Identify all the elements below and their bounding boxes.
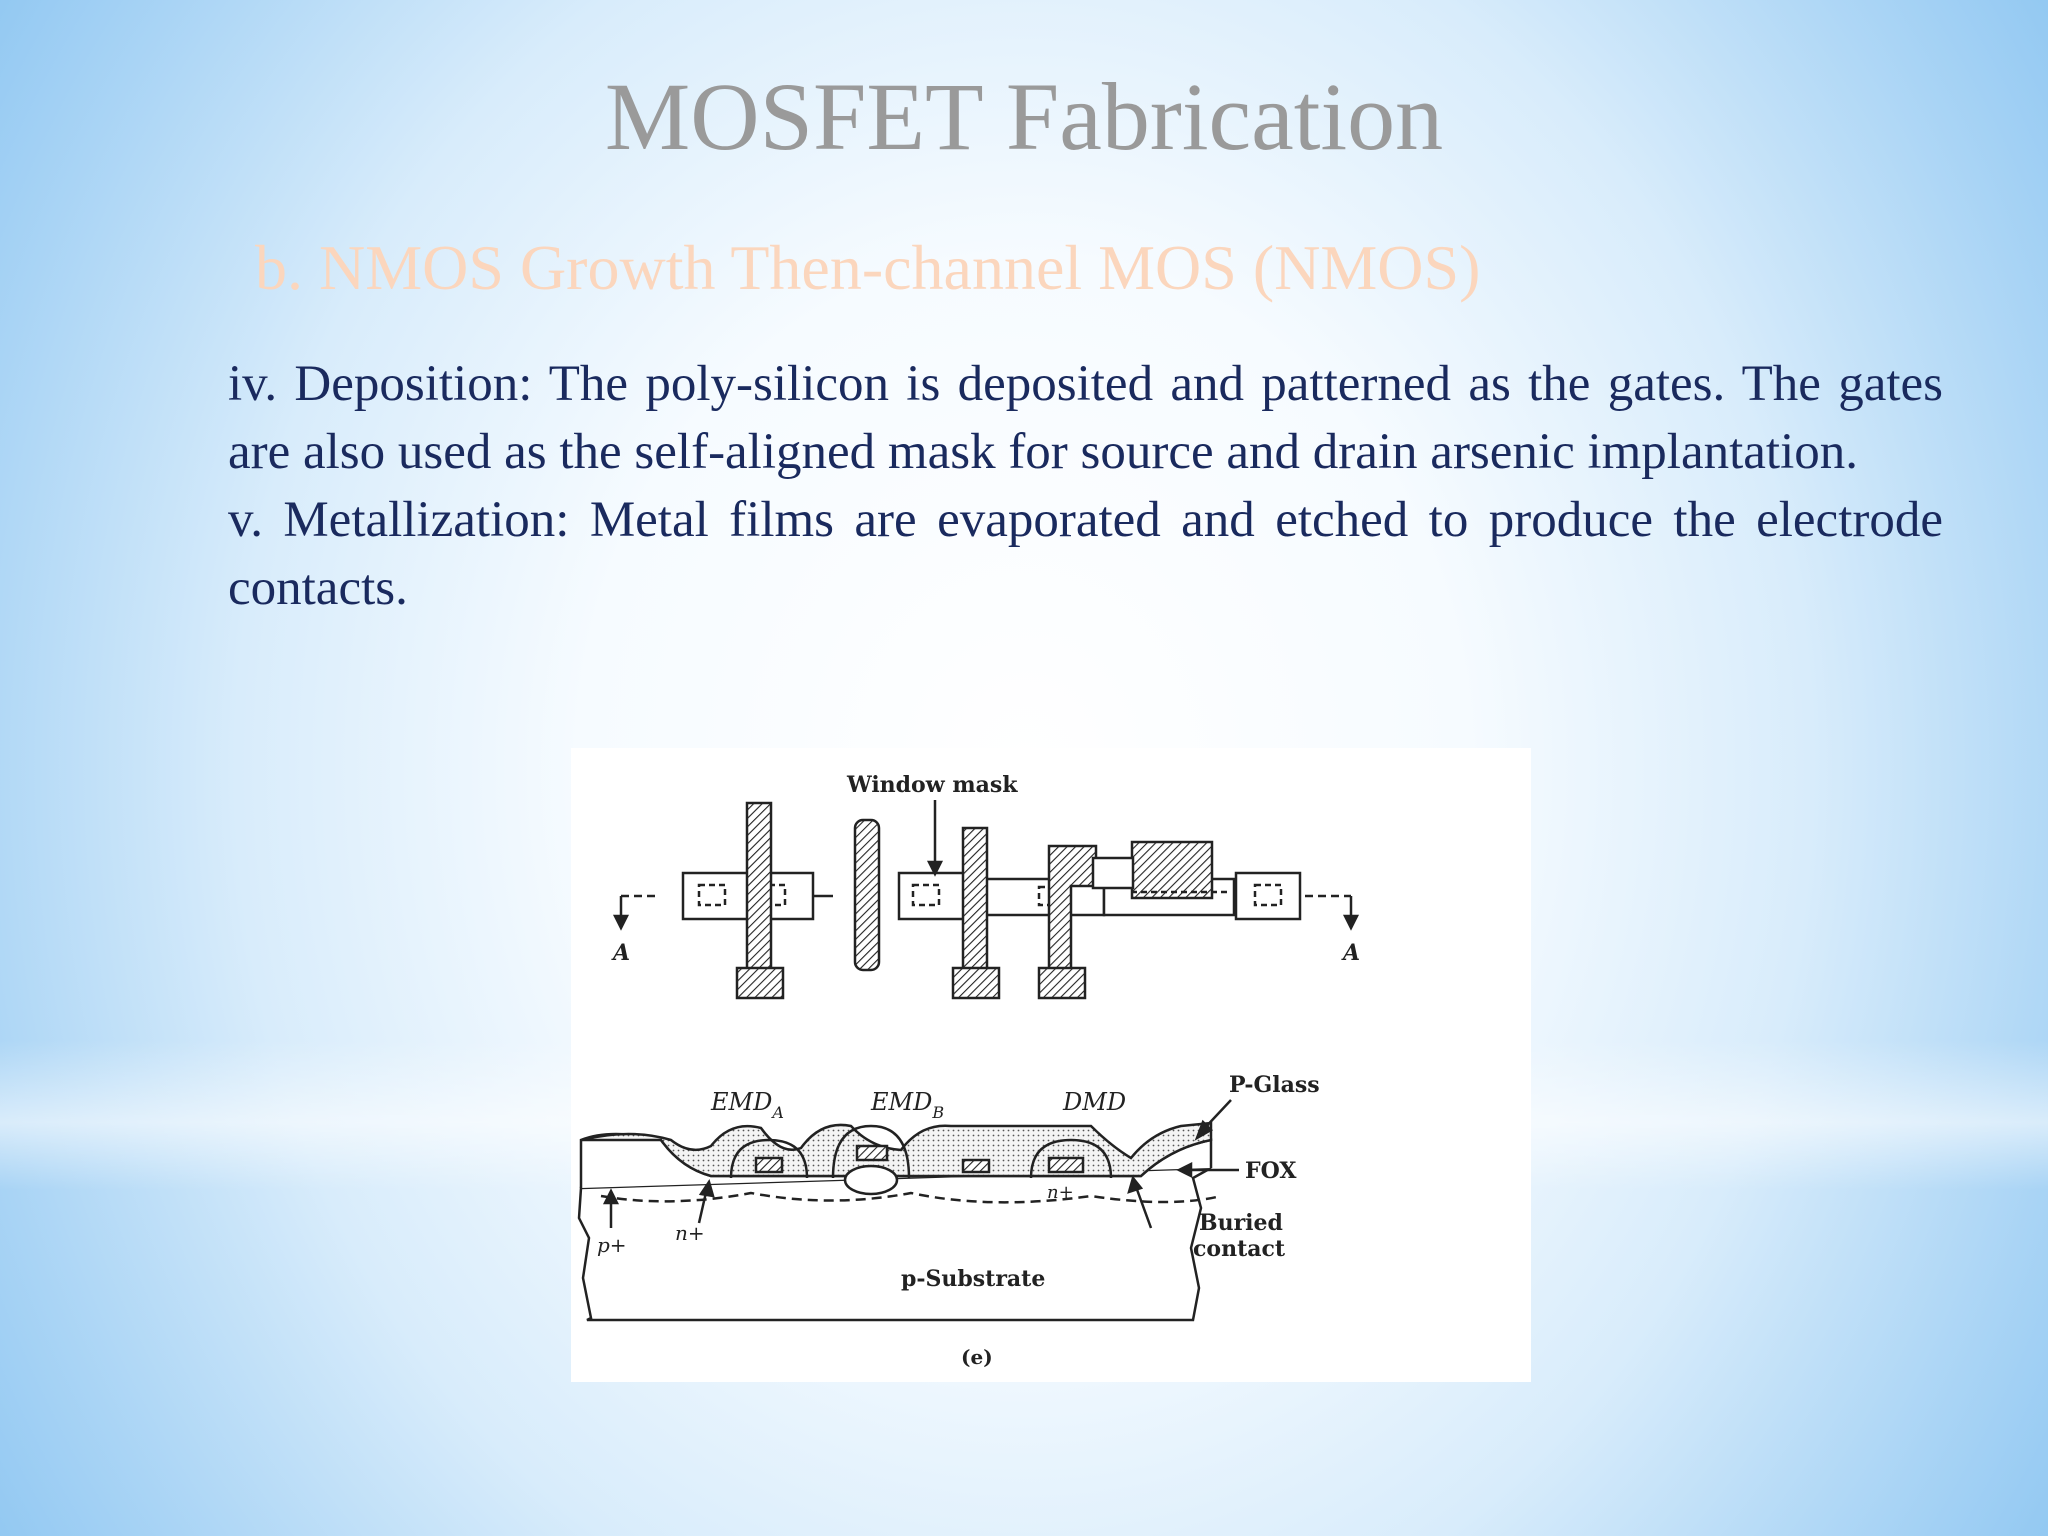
p-glass-label: P-Glass [1229,1072,1320,1098]
nmos-diagram: Window mask A A [571,748,1531,1382]
buried-contact-label-line1: Buried [1199,1210,1283,1236]
figure-caption: (e) [961,1345,993,1369]
diagram-svg: Window mask A A [577,772,1360,1369]
top-view [612,800,1360,1000]
slide-title: MOSFET Fabrication [604,63,1444,170]
paragraph-deposition: iv. Deposition: The poly-silicon is depo… [228,356,1943,480]
fox-label: FOX [1245,1158,1297,1184]
paragraph-metallization: v. Metallization: Metal films are evapor… [228,492,1943,616]
cross-section [577,1099,1239,1322]
window-mask-label: Window mask [846,772,1018,798]
buried-contact-label-line2: contact [1193,1236,1286,1262]
section-label-left: A [611,940,630,966]
n-plus-center-label: n+ [1047,1182,1074,1203]
emd-b-label: EMDB [870,1088,944,1122]
body-text: iv. Deposition: The poly-silicon is depo… [228,350,1943,622]
dmd-label: DMD [1062,1088,1126,1116]
section-label-right: A [1341,940,1360,966]
n-plus-left-label: n+ [675,1221,705,1245]
p-substrate-label: p-Substrate [901,1266,1045,1292]
p-plus-label: p+ [597,1233,627,1257]
emd-a-label: EMDA [710,1088,784,1122]
slide-subtitle: b. NMOS Growth Then-channel MOS (NMOS) [255,232,1481,303]
